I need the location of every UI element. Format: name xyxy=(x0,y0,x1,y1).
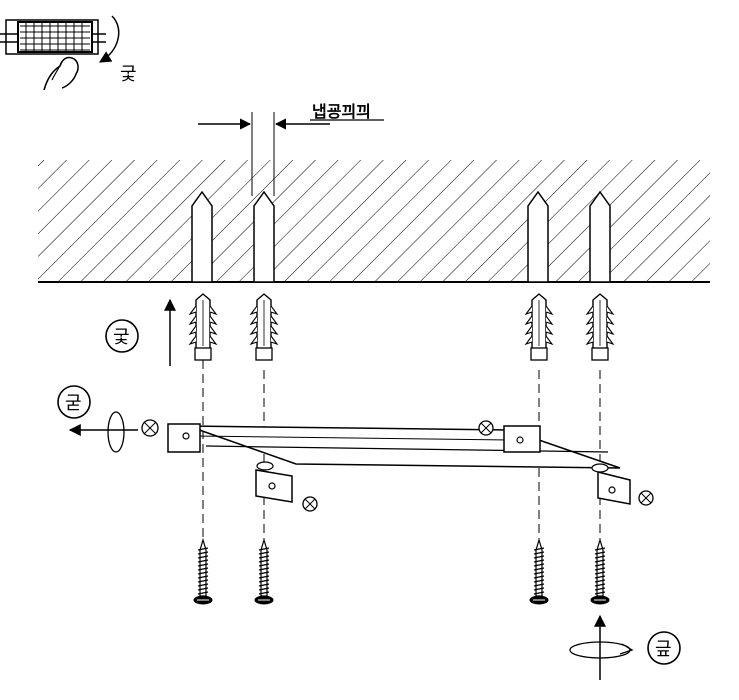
drilled-hole xyxy=(191,190,213,283)
gap-dimension-label: 냅굥끠끠 xyxy=(312,102,371,121)
drill-detail-illustration xyxy=(0,15,120,91)
wall-anchor xyxy=(585,293,615,361)
tighten-screw-step-label: 긒 xyxy=(655,639,672,660)
wall-anchor xyxy=(249,293,279,361)
tighten-screw-step-badge xyxy=(647,631,681,665)
small-screw-icon xyxy=(478,420,494,436)
small-screw-icon xyxy=(141,419,159,437)
small-screw-icon xyxy=(638,490,654,506)
mounting-bracket xyxy=(167,423,631,505)
wood-screw xyxy=(193,537,213,605)
insert-anchor-step-label: 궃 xyxy=(113,327,130,348)
drilled-hole xyxy=(253,190,275,283)
wood-screw xyxy=(529,537,549,605)
tighten-screw-arrow xyxy=(569,614,634,680)
wall-anchor xyxy=(524,293,554,361)
wall-section xyxy=(38,160,710,283)
wood-screw xyxy=(590,537,610,605)
wall-anchor xyxy=(188,293,218,361)
detail-step-label: 궃 xyxy=(120,64,137,85)
remove-screw-rotation-arrow xyxy=(68,411,138,453)
remove-screw-step-badge xyxy=(57,385,91,419)
drilled-hole xyxy=(527,190,549,283)
insert-anchor-step-badge xyxy=(105,319,139,353)
drilled-hole xyxy=(589,190,611,283)
wood-screw xyxy=(254,537,274,605)
remove-screw-step-label: 굳 xyxy=(65,393,82,414)
small-screw-icon xyxy=(302,496,318,512)
